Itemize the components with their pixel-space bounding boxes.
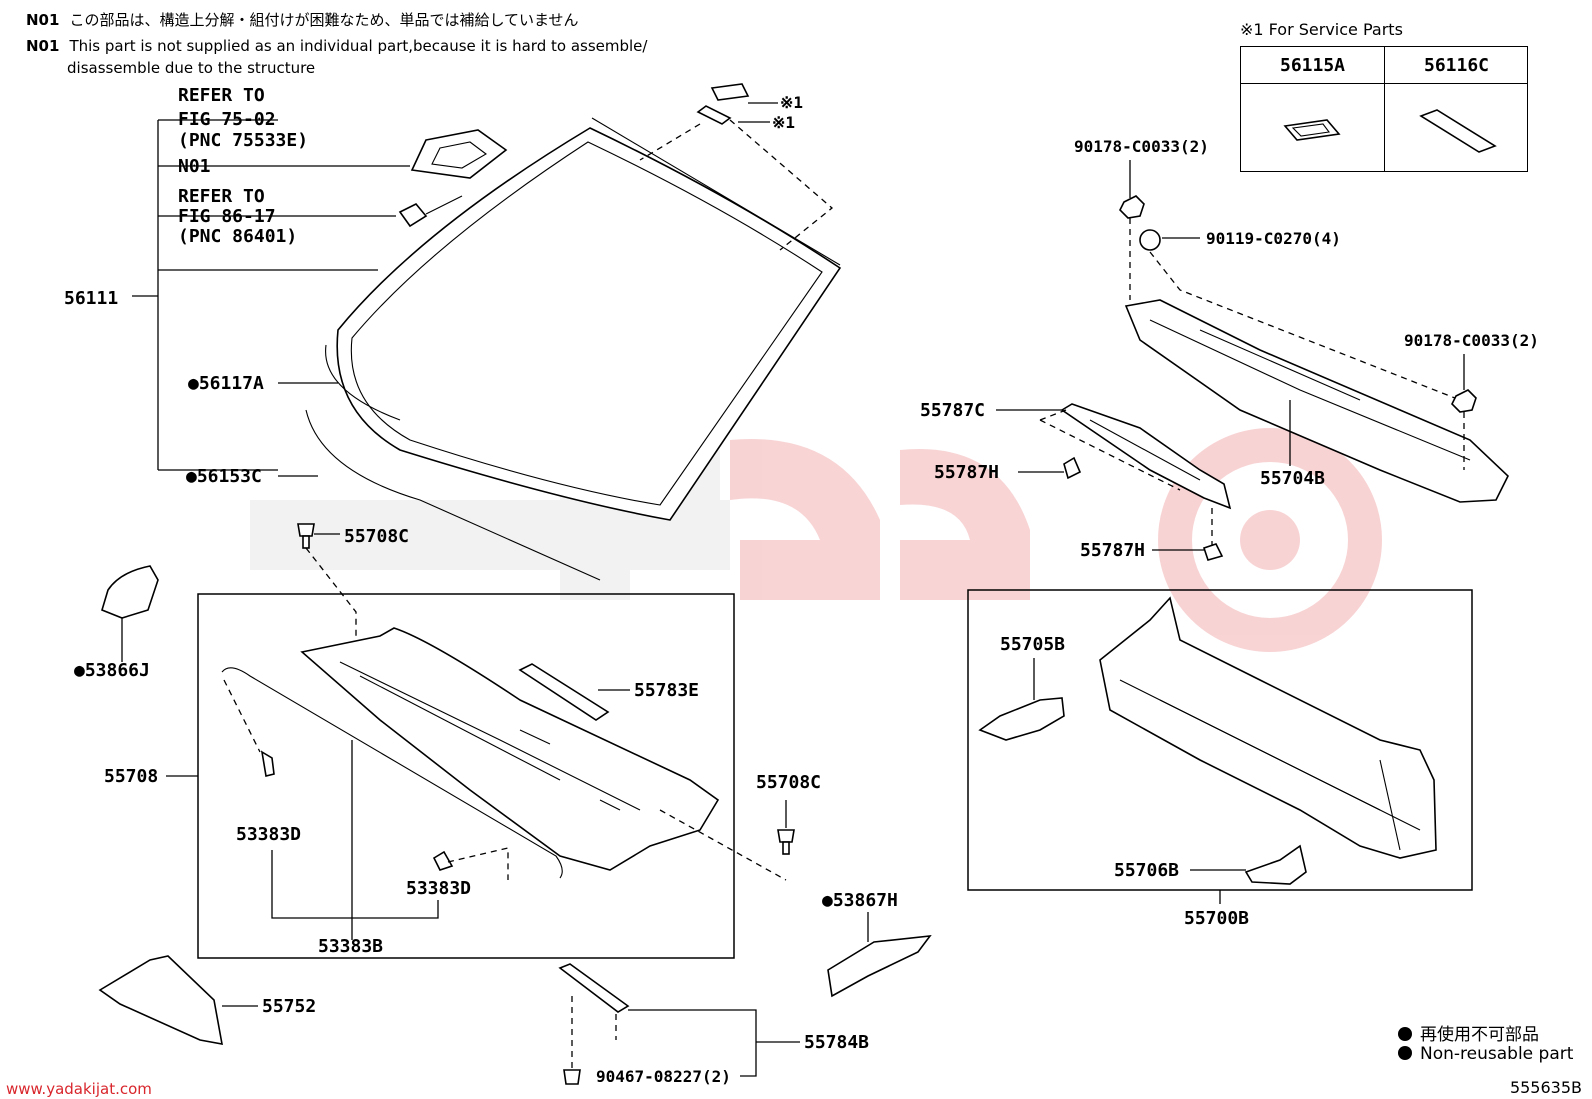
cowl-top-panel-55708 — [300, 627, 720, 871]
label-56117a: ●56117A — [188, 373, 264, 394]
label-53867h: ●53867H — [822, 890, 898, 911]
service-part-number: 56115A — [1241, 47, 1384, 84]
nut-90178-upper — [1119, 195, 1145, 219]
label-refer-to-2: REFER TO — [178, 186, 265, 207]
clip-53383d-upper — [260, 750, 275, 777]
label-55708c-top: 55708C — [344, 526, 409, 547]
part-55783e — [518, 663, 610, 721]
rear-view-mirror-bracket — [410, 129, 508, 179]
service-part-56116c — [696, 105, 732, 125]
label-55708c-right: 55708C — [756, 772, 821, 793]
cowl-panel-55700b — [1099, 596, 1437, 859]
clip-90467 — [563, 1069, 581, 1085]
label-55787h-b: 55787H — [1080, 540, 1145, 561]
label-refer-to-1: REFER TO — [178, 85, 265, 106]
label-55784b: 55784B — [804, 1032, 869, 1053]
note-code: N01 — [26, 11, 60, 29]
service-part-cell: 56116C — [1385, 47, 1528, 171]
cowl-outer-panel-55704b — [1124, 299, 1509, 503]
clip-55708c-top — [297, 523, 315, 549]
part-53867h — [827, 935, 932, 998]
service-part-cell: 56115A — [1241, 47, 1385, 171]
service-part-number: 56116C — [1385, 47, 1528, 84]
diagram-id: 555635B — [1509, 1078, 1582, 1097]
service-part-illustration — [1283, 119, 1341, 141]
label-55787c: 55787C — [920, 400, 985, 421]
label-55705b: 55705B — [1000, 634, 1065, 655]
part-55706b — [1244, 844, 1307, 885]
label-fig-86-17: FIG 86-17 — [178, 206, 276, 227]
part-55752 — [98, 955, 223, 1045]
part-55784b — [558, 963, 630, 1013]
label-90467-08227: 90467-08227(2) — [596, 1067, 731, 1086]
legend-en: Non-reusable part — [1398, 1044, 1573, 1064]
service-parts-table: 56115A 56116C — [1240, 46, 1528, 172]
label-53383d-a: 53383D — [236, 824, 301, 845]
label-fig-75-02: FIG 75-02 — [178, 109, 276, 130]
label-90119-c0270: 90119-C0270(4) — [1206, 229, 1341, 248]
note-text: disassemble due to the structure — [67, 59, 316, 77]
label-56153c: ●56153C — [186, 466, 262, 487]
weatherstrip-53383b — [221, 667, 563, 879]
note-n01-japanese: N01 この部品は、構造上分解・組付けが困難なため、単品では補給していません — [26, 12, 579, 29]
label-55704b: 55704B — [1260, 468, 1325, 489]
nut-90178-lower — [1451, 389, 1477, 413]
legend-jp: 再使用不可部品 — [1398, 1020, 1539, 1045]
label-55787h-a: 55787H — [934, 462, 999, 483]
label-53383b: 53383B — [318, 936, 383, 957]
label-mark1-b: ※1 — [772, 113, 795, 132]
part-53866j — [101, 565, 159, 619]
windshield-glass — [305, 117, 842, 581]
label-pnc-75533e: (PNC 75533E) — [178, 130, 308, 151]
footer-url: www.yadakijat.com — [6, 1080, 152, 1098]
label-mark1-a: ※1 — [780, 93, 803, 112]
clip-55787h-upper — [1063, 456, 1082, 480]
note-text: This part is not supplied as an individu… — [69, 37, 648, 55]
label-53866j: ●53866J — [74, 660, 150, 681]
rain-sensor-bracket — [398, 195, 463, 228]
label-53383d-b: 53383D — [406, 878, 471, 899]
bolt-90119 — [1139, 229, 1161, 251]
clip-53383d-lower — [432, 850, 454, 871]
part-55705b — [978, 697, 1065, 741]
clip-55708c-right — [777, 829, 795, 855]
label-55783e: 55783E — [634, 680, 699, 701]
service-part-56115a — [710, 83, 750, 101]
label-90178-c0033-a: 90178-C0033(2) — [1074, 137, 1209, 156]
label-55700b: 55700B — [1184, 908, 1249, 929]
service-parts-title: ※1 For Service Parts — [1240, 20, 1403, 39]
label-55708: 55708 — [104, 766, 158, 787]
service-part-illustration — [1419, 109, 1497, 153]
part-55787c — [1060, 403, 1232, 510]
note-n01-english: N01 This part is not supplied as an indiv… — [26, 38, 647, 55]
clip-55787h-lower — [1202, 543, 1224, 561]
legend-en-text: Non-reusable part — [1420, 1044, 1574, 1064]
note-text: この部品は、構造上分解・組付けが困難なため、単品では補給していません — [69, 11, 579, 29]
label-90178-c0033-b: 90178-C0033(2) — [1404, 331, 1539, 350]
legend-jp-text: 再使用不可部品 — [1420, 1025, 1539, 1045]
note-n01-english-cont: disassemble due to the structure — [67, 60, 315, 77]
bullet-icon — [1398, 1046, 1412, 1060]
bullet-icon — [1398, 1027, 1412, 1041]
label-55706b: 55706B — [1114, 860, 1179, 881]
label-55752: 55752 — [262, 996, 316, 1017]
label-n01: N01 — [178, 156, 211, 177]
label-pnc-86401: (PNC 86401) — [178, 226, 297, 247]
label-56111: 56111 — [64, 288, 118, 309]
note-code: N01 — [26, 37, 60, 55]
